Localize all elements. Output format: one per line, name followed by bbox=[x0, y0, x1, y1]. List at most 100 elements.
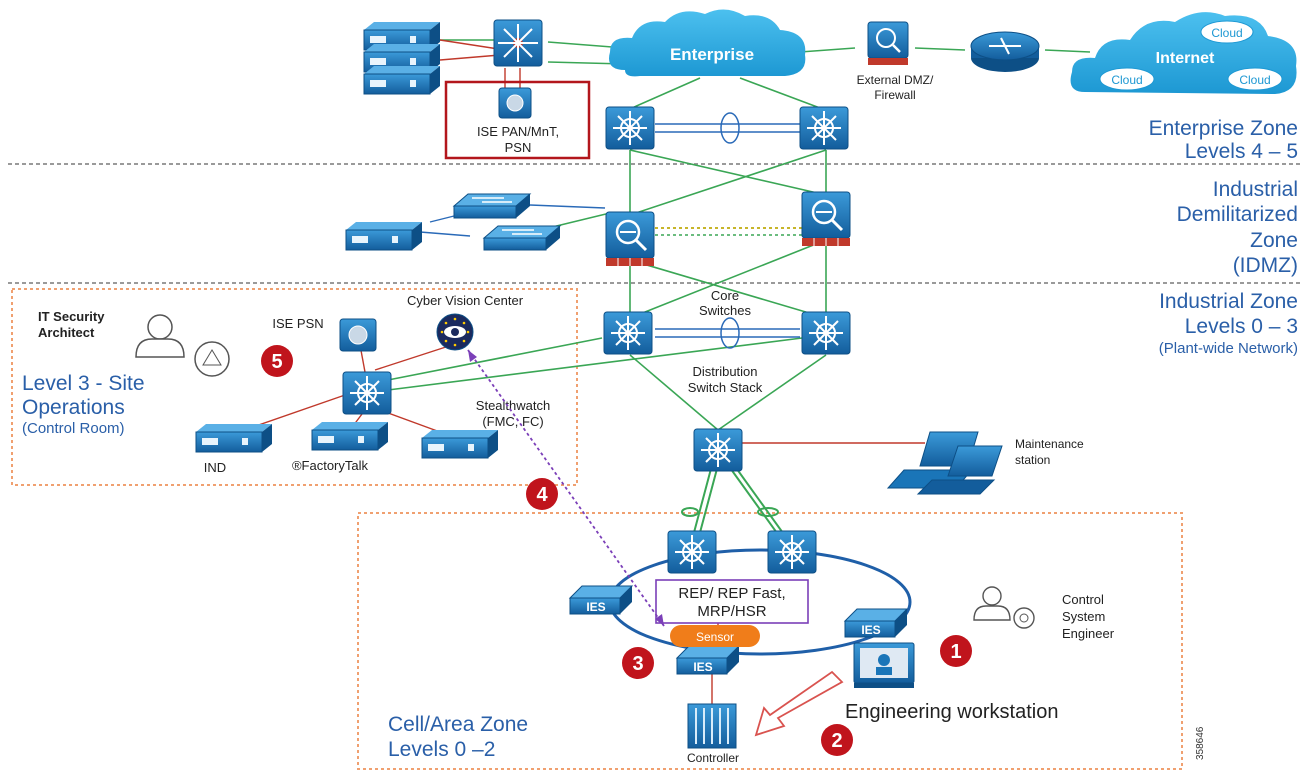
idmz-switch-bottom bbox=[483, 225, 561, 251]
factorytalk-server bbox=[311, 421, 389, 451]
industrial-zone-title-1: Industrial Zone bbox=[1159, 290, 1298, 313]
internet-cloud: Internet Cloud Cloud Cloud bbox=[1070, 12, 1297, 94]
svg-text:2: 2 bbox=[831, 730, 842, 752]
level3-title-1: Level 3 - Site bbox=[22, 372, 145, 395]
rep-label-2: MRP/HSR bbox=[697, 603, 766, 620]
enterprise-zone-title-1: Enterprise Zone bbox=[1149, 117, 1298, 140]
dist-label-1: Distribution bbox=[692, 364, 757, 379]
svg-text:IES: IES bbox=[693, 660, 712, 674]
maint-label-2: station bbox=[1015, 453, 1050, 467]
svg-text:IES: IES bbox=[861, 623, 880, 637]
sensor-badge: Sensor bbox=[670, 625, 760, 647]
level3-zone-box bbox=[11, 288, 578, 486]
idmz-title-1: Industrial bbox=[1213, 178, 1298, 201]
sensor-label: Sensor bbox=[696, 630, 734, 644]
ies-right: IES bbox=[844, 608, 908, 638]
workstation-icon bbox=[853, 642, 915, 688]
ise-psn-appliance-icon bbox=[339, 318, 377, 352]
ise-psn-label: ISE PSN bbox=[272, 316, 323, 331]
badge-3: 3 bbox=[622, 647, 654, 679]
factorytalk-label: ®FactoryTalk bbox=[292, 458, 369, 473]
dist-label-2: Switch Stack bbox=[688, 380, 763, 395]
svg-text:3: 3 bbox=[632, 653, 643, 675]
rep-label-1: REP/ REP Fast, bbox=[678, 585, 785, 602]
svg-text:5: 5 bbox=[271, 351, 282, 373]
ies-bottom: IES bbox=[676, 645, 740, 675]
core-double-links bbox=[655, 112, 800, 349]
it-sec-label-2: Architect bbox=[38, 325, 95, 340]
badge-4: 4 bbox=[526, 478, 558, 510]
external-dmz-firewall-icon bbox=[867, 21, 909, 65]
ring-switch-left bbox=[667, 530, 717, 574]
cloud-tag-right: Cloud bbox=[1227, 67, 1283, 91]
distribution-switch bbox=[693, 428, 743, 472]
site-ops-switch bbox=[342, 371, 392, 415]
level3-title-2: Operations bbox=[22, 396, 125, 419]
laptop-icon bbox=[886, 431, 1003, 495]
eng-ws-label: Engineering workstation bbox=[845, 701, 1058, 723]
stealthwatch-server bbox=[421, 429, 499, 459]
enterprise-cloud: Enterprise bbox=[609, 9, 806, 77]
enterprise-switch-left bbox=[605, 106, 655, 150]
ind-label: IND bbox=[204, 460, 226, 475]
svg-text:IES: IES bbox=[586, 600, 605, 614]
idmz-title-2: Demilitarized bbox=[1177, 203, 1298, 226]
cloud-tag-top: Cloud bbox=[1200, 20, 1254, 44]
ring-switch-right bbox=[767, 530, 817, 574]
it-sec-label-1: IT Security bbox=[38, 309, 105, 324]
idmz-server bbox=[345, 221, 423, 251]
maint-label-1: Maintenance bbox=[1015, 437, 1084, 451]
ise-pan-appliance-icon bbox=[498, 87, 532, 119]
router-icon bbox=[970, 31, 1040, 72]
eye-icon bbox=[436, 313, 474, 351]
cyber-vision-label: Cyber Vision Center bbox=[407, 293, 524, 308]
enterprise-zone-title-2: Levels 4 – 5 bbox=[1185, 140, 1298, 163]
ise-pan-box bbox=[444, 80, 591, 160]
controller-icon bbox=[687, 703, 737, 749]
enterprise-cloud-label: Enterprise bbox=[670, 45, 754, 64]
internet-cloud-label: Internet bbox=[1156, 50, 1215, 67]
core-switch-left bbox=[603, 311, 653, 355]
dist-ring-links bbox=[681, 464, 789, 541]
enterprise-server-stack bbox=[363, 21, 441, 95]
person-icon bbox=[135, 314, 230, 377]
badge-5: 5 bbox=[261, 345, 293, 377]
stealth-label-1: Stealthwatch bbox=[476, 398, 550, 413]
core-switch-right bbox=[801, 311, 851, 355]
cse-label-1: Control bbox=[1062, 592, 1104, 607]
idmz-switch-top bbox=[453, 193, 531, 219]
svg-text:Cloud: Cloud bbox=[1211, 26, 1242, 40]
svg-text:Cloud: Cloud bbox=[1239, 73, 1270, 87]
stealth-label-2: (FMC, FC) bbox=[482, 414, 543, 429]
svg-text:4: 4 bbox=[536, 484, 548, 506]
idmz-title-4: (IDMZ) bbox=[1233, 254, 1298, 277]
dmz-label-1: External DMZ/ bbox=[857, 73, 934, 87]
svg-text:1: 1 bbox=[950, 641, 961, 663]
workstation-controller-arrow bbox=[754, 670, 844, 737]
cse-label-2: System bbox=[1062, 609, 1105, 624]
cloud-tag-left: Cloud bbox=[1099, 67, 1155, 91]
industrial-zone-title-2: Levels 0 – 3 bbox=[1185, 315, 1298, 338]
ind-server bbox=[195, 423, 273, 453]
cell-zone-title-1: Cell/Area Zone bbox=[388, 713, 528, 736]
level3-title-3: (Control Room) bbox=[22, 420, 125, 437]
ise-pan-label-1: ISE PAN/MnT, bbox=[477, 124, 559, 139]
cell-zone-title-2: Levels 0 –2 bbox=[388, 738, 495, 761]
badge-2: 2 bbox=[821, 724, 853, 756]
core-label-1: Core bbox=[711, 288, 739, 303]
svg-text:Cloud: Cloud bbox=[1111, 73, 1142, 87]
dmz-label-2: Firewall bbox=[874, 88, 915, 102]
cybervision-sensor-arrow bbox=[467, 349, 665, 627]
idmz-title-3: Zone bbox=[1250, 229, 1298, 252]
engineer-person-icon bbox=[973, 586, 1035, 629]
cse-label-3: Engineer bbox=[1062, 626, 1115, 641]
enterprise-switch-right bbox=[799, 106, 849, 150]
controller-label: Controller bbox=[687, 751, 739, 765]
core-label-2: Switches bbox=[699, 303, 752, 318]
ise-pan-label-2: PSN bbox=[505, 140, 532, 155]
rep-box bbox=[655, 579, 809, 624]
badge-1: 1 bbox=[940, 635, 972, 667]
idmz-firewall-right bbox=[800, 190, 852, 248]
